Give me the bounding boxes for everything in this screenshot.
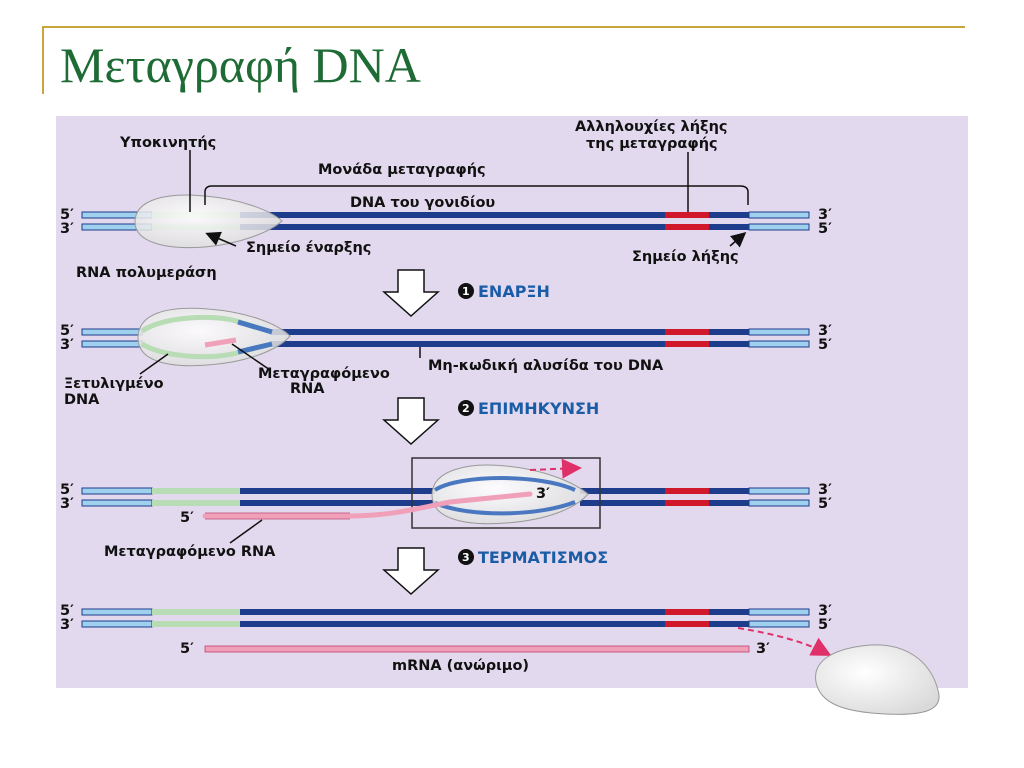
template-strand-label: Μη-κωδική αλυσίδα του DNA	[428, 358, 664, 374]
three-prime-label: 3′	[818, 482, 832, 498]
step-arrow-3	[382, 547, 440, 596]
unwound-dna-bottom-blue	[237, 341, 273, 355]
unwound-dna-pointer	[139, 353, 169, 375]
three-prime-label: 3′	[60, 617, 74, 633]
rna-polymerase-1	[134, 194, 283, 249]
nascent-rna-3-outline	[205, 512, 350, 520]
direction-arrow	[529, 458, 582, 479]
five-prime-label: 5′	[60, 603, 74, 619]
five-prime-label: 5′	[60, 207, 74, 223]
transcribed-rna-label-2: RNA	[290, 381, 325, 397]
step-label-initiation: ΕΝΑΡΞΗ	[478, 282, 550, 301]
transcribed-rna-pointer-3	[229, 519, 263, 544]
three-prime-label: 3′	[60, 337, 74, 353]
promoter-label: Υποκινητής	[119, 135, 216, 151]
step-number-badge-2	[458, 400, 474, 416]
transcribed-rna-label: Μεταγραφόμενο RNA	[104, 544, 276, 560]
five-prime-label: 5′	[60, 323, 74, 339]
step-number-badge-1	[458, 283, 474, 299]
step-number-3: 3	[462, 551, 470, 564]
step-number-badge-3	[458, 549, 474, 565]
title-rule-horizontal	[42, 26, 965, 28]
step-label-termination: ΤΕΡΜΑΤΙΣΜΟΣ	[478, 548, 608, 567]
transcription-unit-label: Μονάδα μεταγραφής	[318, 162, 486, 178]
rna-five-prime-label: 5′	[180, 510, 194, 526]
three-prime-label: 3′	[60, 496, 74, 512]
unwound-dna-top-blue	[237, 319, 273, 335]
transcription-bubble-top	[433, 476, 576, 492]
end-point-pointer	[729, 232, 747, 248]
start-point-label: Σημείο έναρξης	[246, 240, 371, 256]
end-point-label: Σημείο λήξης	[632, 249, 739, 265]
rna-polymerase-label: RNA πολυμεράση	[76, 265, 217, 281]
step-arrow-2	[382, 397, 440, 446]
zoom-box	[411, 457, 601, 529]
start-point-pointer	[205, 231, 237, 247]
five-prime-label: 5′	[818, 496, 832, 512]
mrna-strand	[204, 645, 750, 653]
unwound-dna-bottom	[140, 341, 273, 360]
unwound-dna-label-1: Ξετυλιγμένο	[64, 376, 164, 392]
unwound-dna-top	[140, 314, 273, 335]
title-rule-vertical	[42, 26, 44, 94]
mrna-five-prime-label: 5′	[180, 641, 194, 657]
dna-row-2	[81, 328, 810, 348]
mrna-label: mRNA (ανώριμο)	[392, 658, 529, 674]
step-arrow-1	[382, 269, 440, 318]
nascent-rna-3	[202, 491, 533, 519]
release-arrow	[737, 627, 832, 656]
step-number-2: 2	[462, 402, 470, 415]
gene-dna-label: DNA του γονιδίου	[350, 195, 495, 211]
released-rna-polymerase	[815, 644, 940, 715]
three-prime-label: 3′	[818, 603, 832, 619]
transcription-unit-bracket	[204, 185, 749, 205]
unwound-dna-label-2: DNA	[64, 392, 100, 408]
nascent-rna-2	[204, 337, 237, 348]
five-prime-label: 5′	[818, 337, 832, 353]
mrna-three-prime-label: 3′	[756, 641, 770, 657]
five-prime-label: 5′	[60, 482, 74, 498]
five-prime-label: 5′	[818, 617, 832, 633]
transcribed-rna-label-1: Μεταγραφόμενο	[258, 366, 390, 382]
slide-title: Μεταγραφή DNA	[60, 37, 421, 93]
rna-three-prime-label: 3′	[536, 486, 550, 502]
three-prime-label: 3′	[818, 207, 832, 223]
step-label-elongation: ΕΠΙΜΗΚΥΝΣΗ	[478, 399, 599, 418]
dna-row-3	[81, 487, 810, 507]
transcription-bubble-bottom	[434, 500, 576, 516]
transcribed-rna-pointer	[231, 343, 271, 371]
five-prime-label: 5′	[818, 221, 832, 237]
dna-row-4	[81, 608, 810, 628]
termination-seq-label-2: της μεταγραφής	[586, 136, 718, 152]
three-prime-label: 3′	[818, 323, 832, 339]
termination-seq-label-1: Αλληλουχίες λήξης	[575, 119, 728, 135]
three-prime-label: 3′	[60, 221, 74, 237]
step-number-1: 1	[462, 285, 470, 298]
